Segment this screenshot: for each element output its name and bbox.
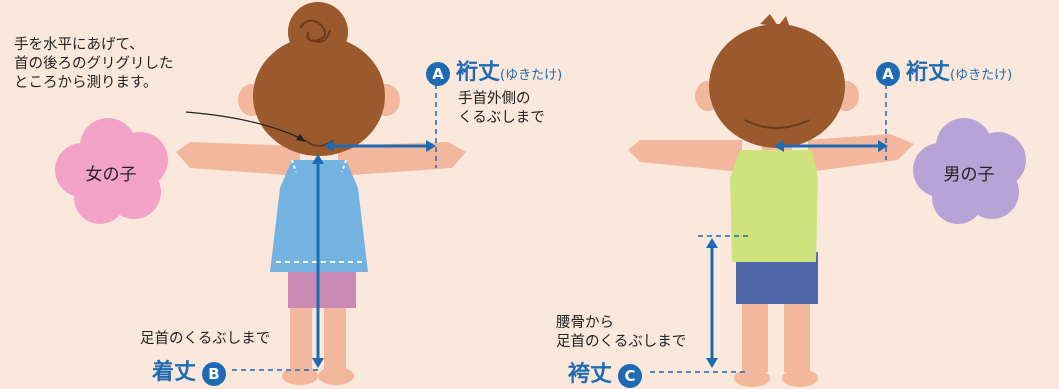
girl-figure <box>176 2 466 385</box>
hakama-desc-line-1: 腰骨から <box>556 315 614 331</box>
note-pointer-arrow <box>185 111 305 141</box>
kitake-label: 着丈 B <box>152 354 232 386</box>
kitake-desc: 足首のくるぶしまで <box>140 331 271 347</box>
boy-label: 男の子 <box>943 165 995 185</box>
yuki-label-left: A 裄丈 (ゆきたけ) <box>420 54 562 86</box>
boy-figure <box>628 14 914 387</box>
note-line-3: ところから測ります。 <box>14 75 158 91</box>
yuki-desc-left: 手首外側の くるぶしまで <box>458 90 545 128</box>
yuki-label-right: A 裄丈 (ゆきたけ) <box>870 54 1012 86</box>
boy-measure-lines <box>650 84 888 373</box>
yuki-reading-right: (ゆきたけ) <box>950 68 1013 83</box>
girl-flower-shape <box>55 118 168 224</box>
yuki-title-left: 裄丈 <box>456 60 501 85</box>
hakama-desc-line-2: 足首のくるぶしまで <box>556 334 687 350</box>
yuki-desc-line-2: くるぶしまで <box>458 110 545 126</box>
boy-flower-shape <box>913 118 1026 224</box>
hakama-desc: 腰骨から 足首のくるぶしまで <box>556 314 686 352</box>
girl-measure-note: 手を水平にあげて、 首の後ろのグリグリした ところから測ります。 <box>14 36 174 93</box>
yuki-reading-left: (ゆきたけ) <box>500 68 563 83</box>
hakama-title: 袴丈 <box>568 362 613 387</box>
note-line-1: 手を水平にあげて、 <box>14 37 144 53</box>
note-line-2: 首の後ろのグリグリした <box>14 56 174 72</box>
girl-measure-lines <box>232 84 437 371</box>
girl-label: 女の子 <box>85 165 137 185</box>
yuki-title-right: 裄丈 <box>906 60 951 85</box>
hakama-label: 袴丈 C <box>568 356 648 388</box>
badge-a-left: A <box>426 62 450 86</box>
badge-b: B <box>202 362 227 386</box>
kitake-title: 着丈 <box>152 360 197 385</box>
badge-a-right: A <box>876 62 900 86</box>
badge-c: C <box>618 364 643 388</box>
yuki-desc-line-1: 手首外側の <box>458 91 531 107</box>
